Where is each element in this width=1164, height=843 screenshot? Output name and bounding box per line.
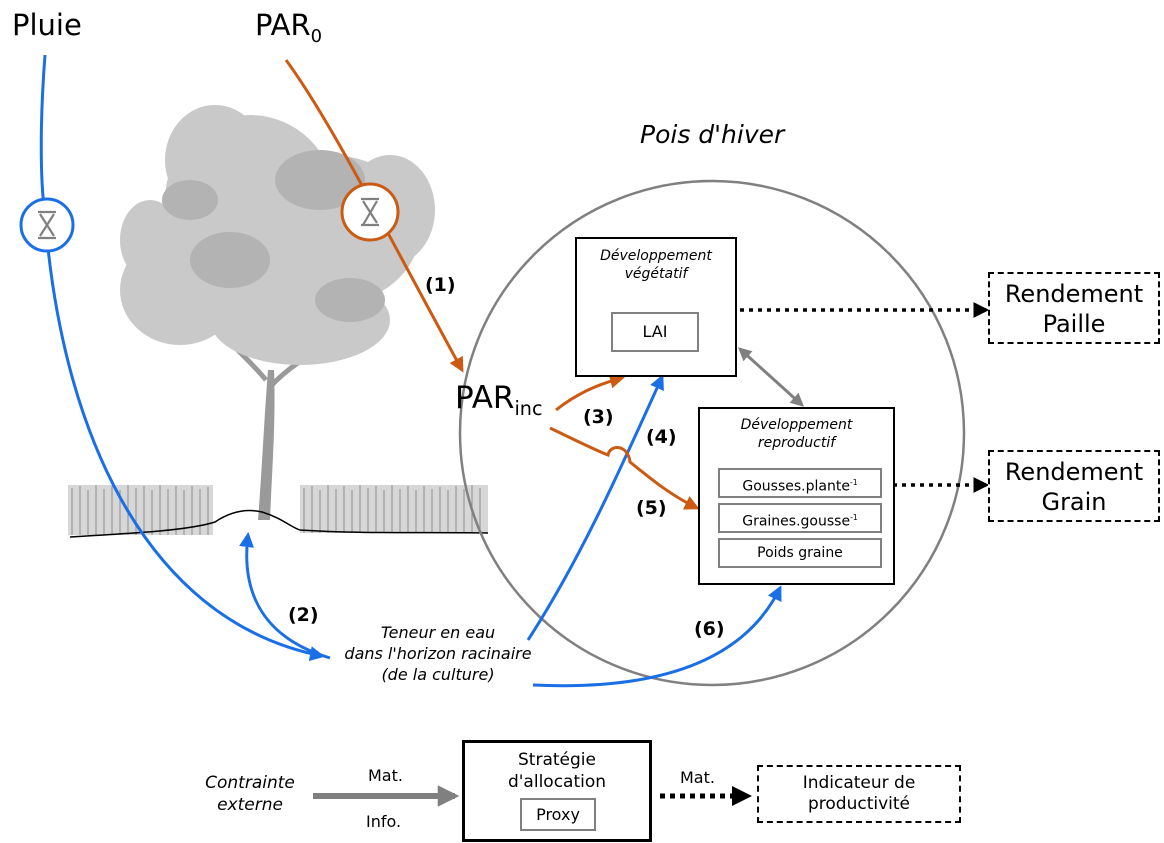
legend-mat-out-label: Mat. [680, 768, 715, 787]
flux-2-arrow [239, 532, 331, 660]
flux-5-arrow [549, 426, 700, 510]
legend-strategy-line2: d'allocation [507, 772, 607, 792]
reproductive-development-box[interactable]: Développement reproductif Gousses.plante… [698, 407, 895, 585]
crop-title: Pois d'hiver [640, 120, 785, 149]
legend-mat-in-label: Mat. [368, 766, 403, 785]
legend-indicator-line1: Indicateur de [802, 773, 916, 793]
crop-circle [458, 179, 966, 687]
flux-1-label: (1) [425, 274, 456, 296]
tree-illustration [120, 105, 435, 520]
flux-6-label: (6) [694, 618, 725, 640]
rain-flux-arrow [39, 54, 325, 662]
legend-proxy-box[interactable]: Proxy [520, 798, 596, 831]
lai-proxy-box[interactable]: LAI [611, 312, 699, 352]
flux-4-label: (4) [646, 426, 677, 448]
legend-constraint-line1: Contrainte [205, 773, 295, 793]
legend-constraint-label: Contrainte externe [195, 772, 305, 816]
vegetative-title-line1: Développement [600, 248, 712, 264]
grain-yield-line2: Grain [1041, 488, 1107, 516]
flux-5-label: (5) [636, 497, 667, 519]
crop-field-left [68, 485, 213, 535]
straw-yield-line1: Rendement [1004, 280, 1144, 308]
legend-indicator-line2: productivité [807, 794, 911, 814]
reproductive-title-line1: Développement [740, 417, 853, 433]
vegetative-reproductive-link [737, 347, 805, 407]
seed-weight-box[interactable]: Poids graine [718, 538, 882, 568]
rain-label: Pluie [12, 8, 82, 42]
flux-4-arrow [526, 374, 664, 641]
crop-field-right [300, 485, 488, 533]
flux-3-label: (3) [583, 406, 614, 428]
legend-strategy-box[interactable]: Stratégie d'allocation Proxy [462, 740, 652, 842]
flux-3-arrow [555, 373, 625, 412]
soil-water-line1: Teneur en eau [380, 623, 496, 642]
flux-2-label: (2) [288, 604, 319, 626]
par-inc-label: PARinc [455, 380, 543, 421]
legend-constraint-line2: externe [217, 795, 283, 815]
straw-yield-line2: Paille [1042, 310, 1106, 338]
flux-6-arrow [532, 585, 782, 688]
legend-indicator-box[interactable]: Indicateur de productivité [757, 765, 961, 823]
rain-hourglass-icon[interactable] [19, 197, 75, 253]
soil-water-line3: (de la culture) [381, 665, 495, 684]
ground-line [69, 509, 489, 538]
grain-yield-line1: Rendement [1004, 458, 1144, 486]
straw-yield-box[interactable]: Rendement Paille [988, 272, 1160, 344]
light-hourglass-icon[interactable] [340, 182, 400, 242]
vegetative-title-line2: végétatif [624, 266, 688, 282]
soil-water-label: Teneur en eau dans l'horizon racinaire (… [320, 622, 556, 685]
reproductive-title-line2: reproductif [757, 435, 836, 451]
par0-flux-arrow [284, 59, 464, 373]
seeds-per-pod-box[interactable]: Graines.gousse-1 [718, 503, 882, 533]
soil-water-line2: dans l'horizon racinaire [344, 644, 532, 663]
vegetative-development-box[interactable]: Développement végétatif LAI [575, 237, 737, 377]
pods-per-plant-box[interactable]: Gousses.plante-1 [718, 468, 882, 498]
legend-strategy-line1: Stratégie [518, 750, 596, 770]
grain-yield-box[interactable]: Rendement Grain [988, 450, 1160, 522]
par0-label: PAR0 [255, 8, 323, 47]
legend-info-in-label: Info. [366, 812, 402, 831]
